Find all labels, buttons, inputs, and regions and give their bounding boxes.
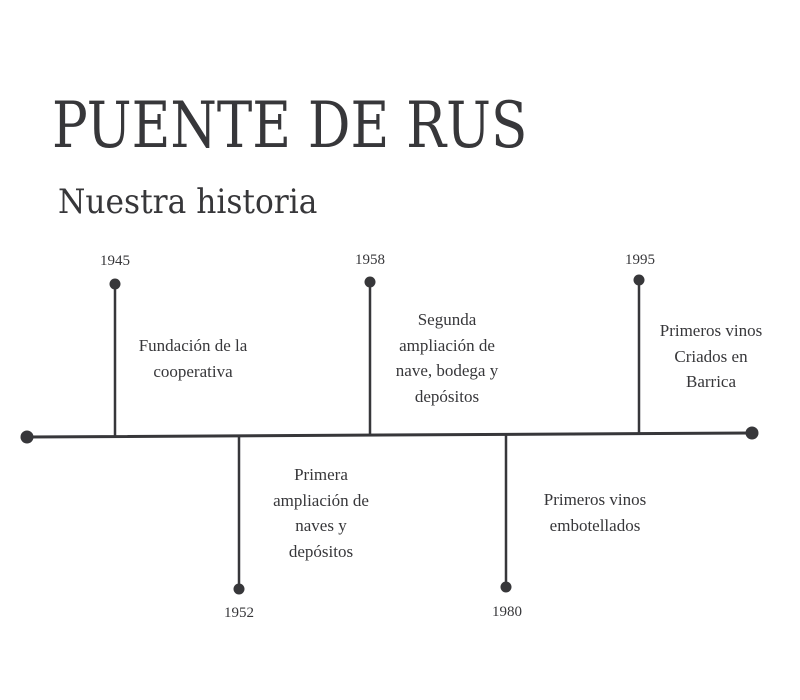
page-title: PUENTE DE RUS: [52, 89, 528, 163]
marker-1945-dot: [109, 278, 121, 290]
event-text-1958: Segunda ampliación de nave, bodega y dep…: [395, 310, 499, 406]
marker-1980-dot: [500, 581, 512, 593]
event-text-1980: Primeros vinos embotellados: [543, 490, 647, 535]
event-text-1952: Primera ampliación de naves y depósitos: [273, 465, 369, 561]
year-label-1995: 1995: [625, 252, 655, 268]
marker-1995-dot: [633, 274, 645, 286]
year-label-1945: 1945: [100, 253, 130, 269]
year-label-1958: 1958: [355, 252, 385, 268]
year-label-1980: 1980: [492, 604, 522, 620]
event-text-1945: Fundación de la cooperativa: [138, 336, 248, 381]
timeline-end-dot: [745, 426, 759, 440]
timeline-axis: [25, 431, 754, 439]
marker-1958-dot: [364, 276, 376, 288]
marker-1952-dot: [233, 583, 245, 595]
event-text-1995: Primeros vinos Criados en Barrica: [659, 321, 763, 391]
timeline-start-dot: [20, 430, 34, 444]
page-subtitle: Nuestra historia: [58, 182, 318, 222]
year-label-1952: 1952: [224, 605, 254, 621]
